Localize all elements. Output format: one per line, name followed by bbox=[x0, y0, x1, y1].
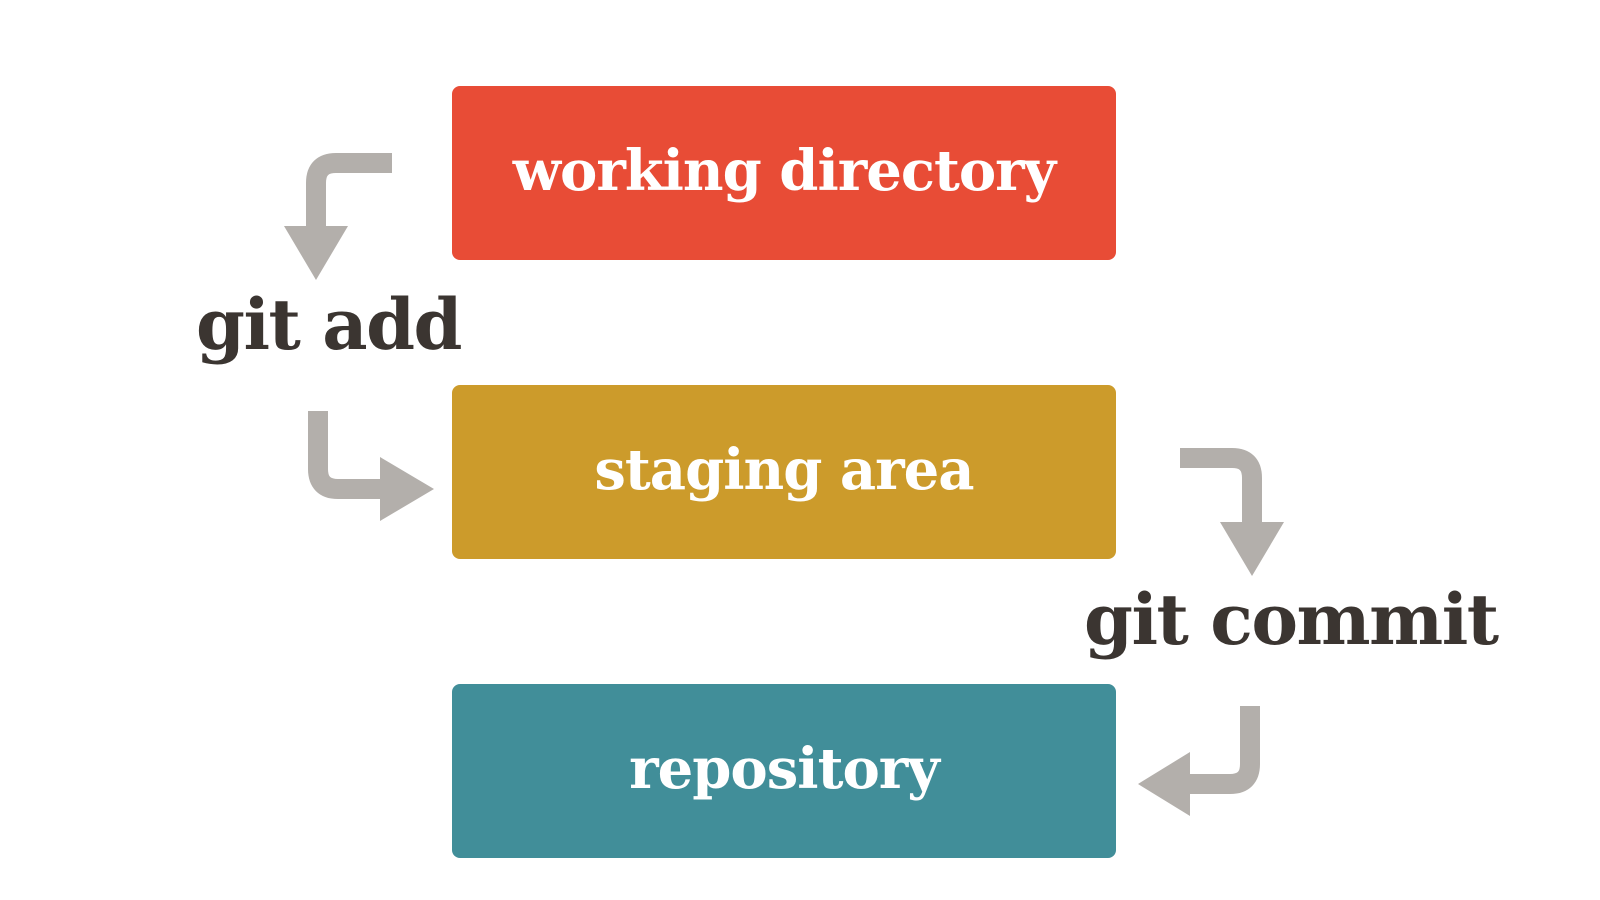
arrow-working-to-add-head bbox=[284, 226, 348, 280]
arrow-staging-to-commit bbox=[1180, 448, 1262, 528]
repository-label: repository bbox=[629, 736, 940, 802]
working-directory-label: working directory bbox=[512, 138, 1056, 204]
arrow-commit-to-repository-head bbox=[1138, 752, 1190, 816]
arrow-add-to-staging-head bbox=[380, 457, 434, 521]
staging-area-label: staging area bbox=[594, 437, 974, 503]
arrow-staging-to-commit-head bbox=[1220, 522, 1284, 576]
repository-box: repository bbox=[452, 684, 1116, 858]
working-directory-box: working directory bbox=[452, 86, 1116, 260]
arrow-commit-to-repository bbox=[1186, 706, 1260, 794]
git-commit-label: git commit bbox=[1084, 578, 1499, 661]
staging-area-box: staging area bbox=[452, 385, 1116, 559]
arrow-add-to-staging bbox=[308, 411, 384, 499]
git-add-label: git add bbox=[196, 283, 463, 366]
arrow-working-to-add bbox=[306, 153, 392, 232]
